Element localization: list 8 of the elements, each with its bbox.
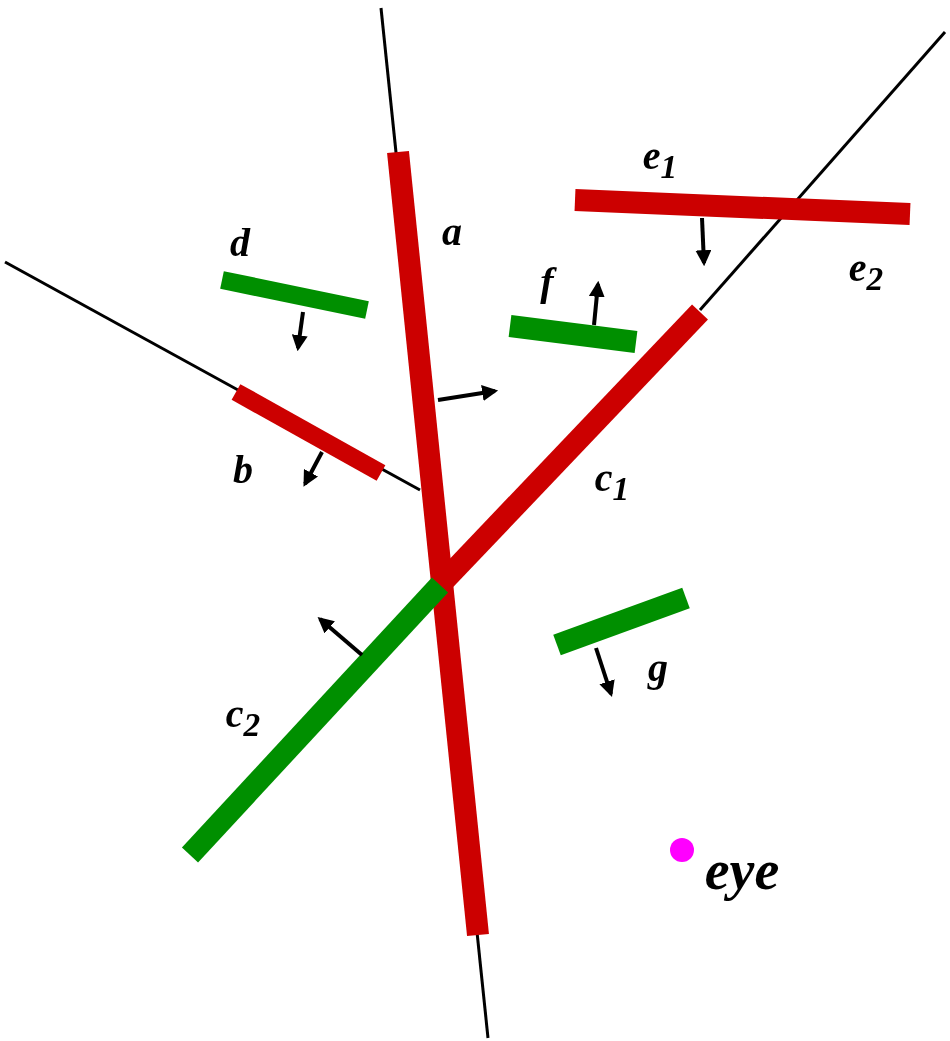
segment-label: e$_{2}$ xyxy=(848,248,884,296)
segment-label: c$_{1}$ xyxy=(594,458,630,506)
segment-label: a xyxy=(442,212,462,252)
segment-label: g xyxy=(648,648,668,688)
segment-label: d xyxy=(230,223,250,263)
segment-label: b xyxy=(233,450,253,490)
segment-label: c$_{2}$ xyxy=(225,694,261,742)
segment-label: e$_{1}$ xyxy=(642,136,678,184)
